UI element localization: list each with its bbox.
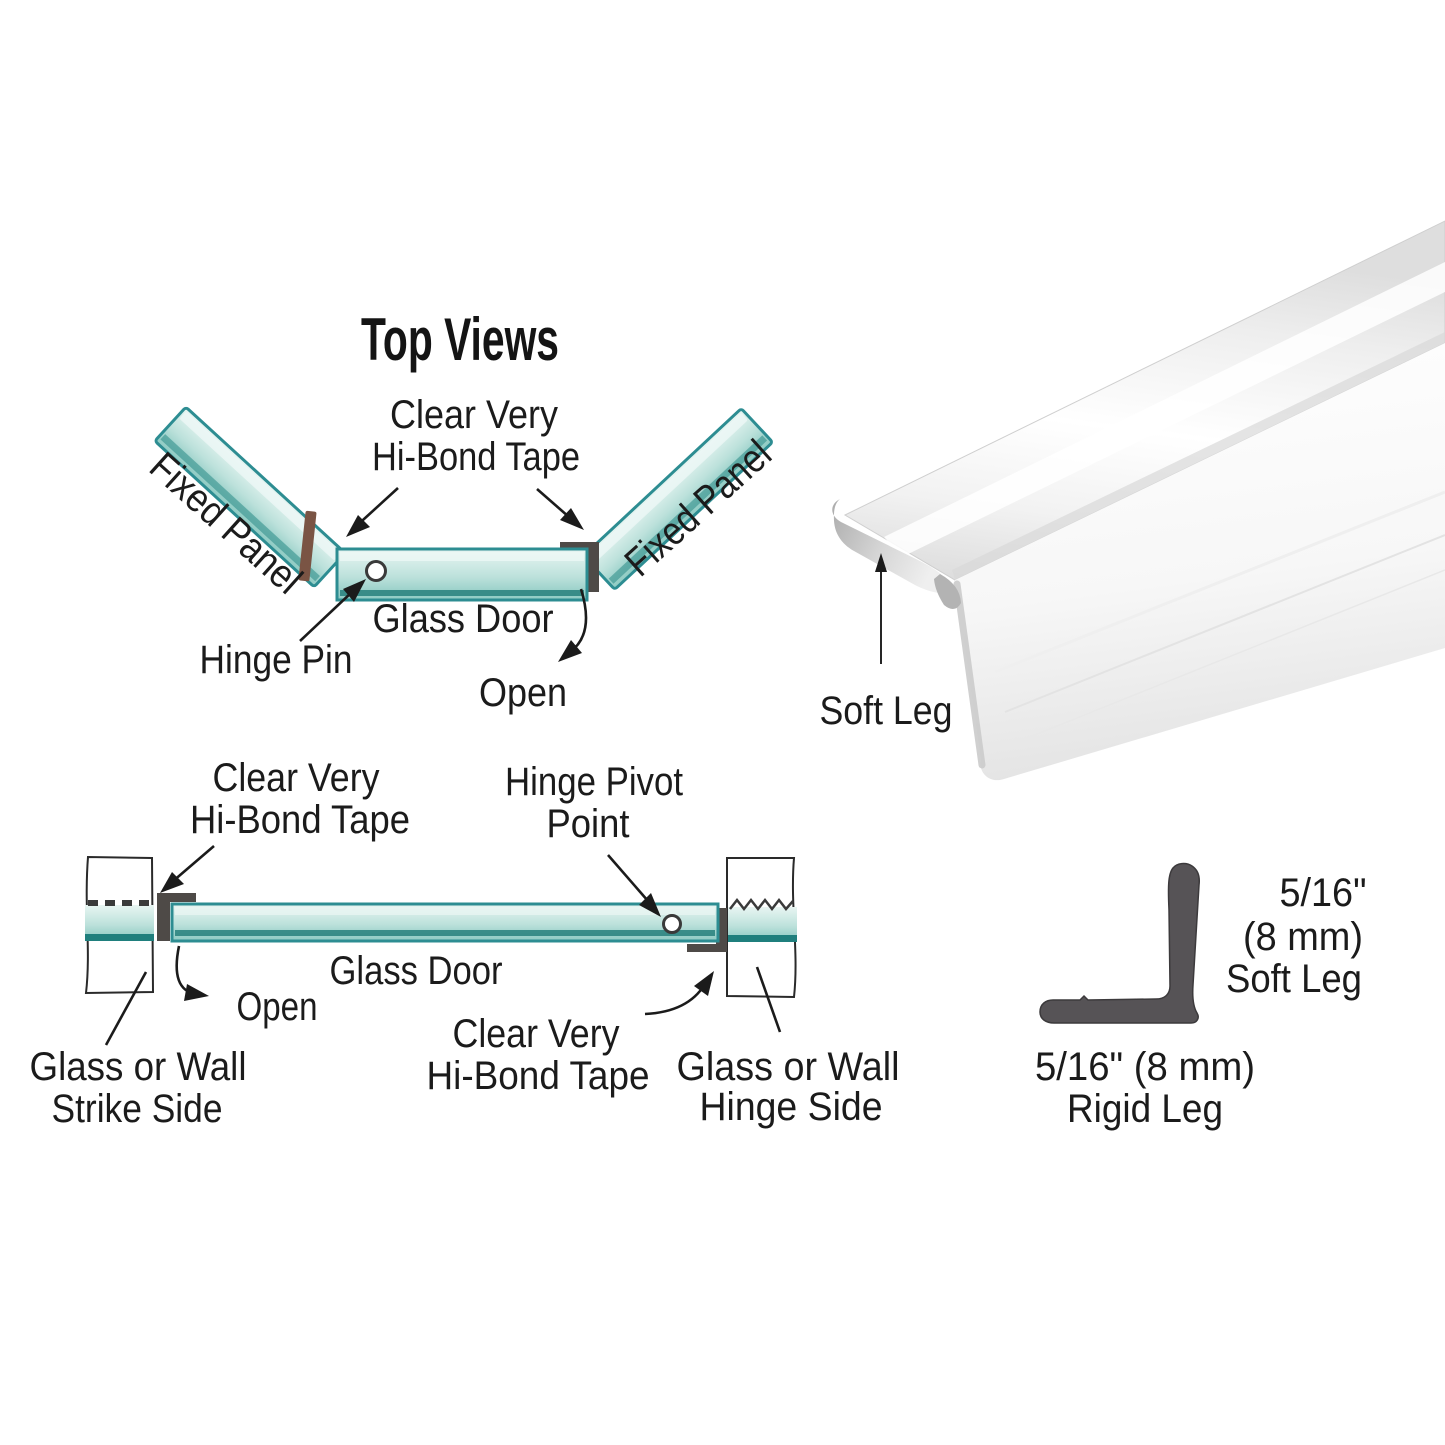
open-arrow-curve bbox=[175, 945, 197, 996]
strike-side-leader-line bbox=[104, 971, 148, 1046]
glass-door-bottom-edge bbox=[175, 930, 715, 936]
tape-arrow-left-head-icon bbox=[346, 515, 370, 537]
seal-front-streak-3 bbox=[1009, 569, 1445, 746]
seal-top-ridge-shade bbox=[952, 332, 1445, 580]
tape-top-label-line1: Clear Very bbox=[213, 756, 380, 800]
glass-door-top-face bbox=[340, 552, 584, 561]
strike-side-seal-profile bbox=[157, 893, 196, 941]
hinge-pivot-arrow-line bbox=[607, 854, 649, 902]
soft-leg-dim-line2: (8 mm) bbox=[1243, 915, 1363, 959]
tape-top-arrow bbox=[160, 845, 215, 893]
tape-arrow-left bbox=[346, 487, 399, 537]
wall-hinge-glass-bottom bbox=[728, 935, 797, 942]
vinyl-seal-photo: Soft Leg bbox=[820, 220, 1445, 781]
top-view-hinged-diagram: Clear Very Hi-Bond Tape Fixed Panel Fixe… bbox=[141, 393, 780, 715]
open-label: Open bbox=[237, 985, 318, 1029]
seal-front-streak-2 bbox=[1004, 534, 1445, 713]
tape-arrow-right-head-icon bbox=[560, 508, 584, 530]
seal-front-streak-1 bbox=[994, 490, 1445, 674]
hinge-side-leader-line bbox=[755, 966, 782, 1033]
tape-bottom-label-line2: Hi-Bond Tape bbox=[427, 1054, 650, 1098]
top-view-wall-diagram: Clear Very Hi-Bond Tape Hinge Pivot Poin… bbox=[30, 756, 900, 1131]
tape-top-arrow-head-icon bbox=[160, 872, 184, 893]
glass-door-bottom-edge bbox=[340, 590, 584, 596]
tape-bottom-arrow-head-icon bbox=[694, 971, 714, 996]
hinge-pivot-arrow bbox=[607, 854, 661, 917]
strike-side-label-line1: Glass or Wall bbox=[30, 1045, 247, 1089]
strike-side-label-line2: Strike Side bbox=[52, 1087, 223, 1131]
glass-door-label: Glass Door bbox=[330, 949, 503, 993]
soft-leg-dim-line3: Soft Leg bbox=[1226, 957, 1362, 1001]
seal-soft-leg-curl bbox=[934, 574, 961, 610]
seal-cross-section: 5/16" (8 mm) Soft Leg 5/16" (8 mm) Rigid… bbox=[1035, 862, 1367, 1131]
tape-label-line2: Hi-Bond Tape bbox=[372, 435, 580, 479]
rigid-leg-dim-line1: 5/16" (8 mm) bbox=[1035, 1045, 1255, 1089]
hinge-pin-arrow-line bbox=[299, 591, 353, 642]
tape-top-label-line2: Hi-Bond Tape bbox=[190, 798, 410, 842]
seal-front-cut-edge bbox=[953, 580, 986, 769]
open-label: Open bbox=[479, 671, 567, 715]
hi-bond-tape-strip bbox=[298, 510, 317, 582]
fixed-panel-left-top-face bbox=[180, 412, 341, 560]
hinge-side-label-line2: Hinge Side bbox=[700, 1085, 883, 1129]
soft-leg-dim-line1: 5/16" bbox=[1280, 871, 1367, 915]
page-title: Top Views bbox=[361, 306, 559, 373]
seal-soft-leg-lip bbox=[832, 499, 949, 593]
tape-label-line1: Clear Very bbox=[390, 393, 558, 437]
hinge-pivot-hole bbox=[662, 914, 682, 934]
wall-hinge-glass-break-line bbox=[729, 897, 794, 912]
hinge-pivot-label-line2: Point bbox=[547, 802, 630, 846]
cross-section-l-profile bbox=[1039, 862, 1200, 1024]
tape-bottom-arrow bbox=[644, 971, 714, 1016]
fixed-panel-right-bottom-edge bbox=[608, 435, 768, 584]
tape-bottom-arrow-curve bbox=[644, 983, 707, 1016]
open-arrow-hinged bbox=[558, 588, 588, 662]
hinge-pin-arrow bbox=[299, 579, 366, 642]
glass-door-top-face bbox=[175, 907, 715, 915]
glass-door-label: Glass Door bbox=[373, 597, 554, 641]
seal-top-highlight bbox=[884, 262, 1445, 557]
corner-seal-profile bbox=[560, 542, 599, 592]
fixed-panel-left-body bbox=[154, 406, 346, 588]
tape-bottom-label-line1: Clear Very bbox=[453, 1012, 620, 1056]
open-arrow-wall bbox=[175, 945, 209, 1001]
hinge-pin-arrow-head-icon bbox=[343, 579, 366, 602]
fixed-panel-right-glass bbox=[583, 408, 773, 590]
soft-leg-photo-label: Soft Leg bbox=[820, 689, 953, 733]
tape-arrow-right bbox=[536, 488, 584, 530]
open-arrow-head-icon bbox=[184, 984, 209, 1001]
hinge-pin-label: Hinge Pin bbox=[200, 638, 353, 682]
open-arrow-head-icon bbox=[558, 640, 582, 662]
seal-front-face bbox=[955, 343, 1445, 781]
soft-leg-arrow-head-icon bbox=[875, 553, 887, 572]
tape-top-arrow-line bbox=[171, 845, 215, 883]
fixed-panel-right-body bbox=[583, 408, 773, 590]
hinge-pivot-arrow-head-icon bbox=[639, 893, 661, 917]
wall-strike-glass-bottom bbox=[85, 934, 154, 941]
hinge-pin-hole bbox=[365, 560, 387, 582]
soft-leg-photo-arrow bbox=[875, 553, 887, 664]
hinge-side-label-line1: Glass or Wall bbox=[677, 1045, 900, 1089]
fixed-panel-left-glass bbox=[154, 406, 346, 588]
rigid-leg-dim-line2: Rigid Leg bbox=[1067, 1087, 1223, 1131]
hinge-pivot-label-line1: Hinge Pivot bbox=[505, 760, 683, 804]
fixed-panel-right-top-face bbox=[588, 413, 748, 563]
fixed-panel-left-bottom-edge bbox=[160, 434, 320, 582]
